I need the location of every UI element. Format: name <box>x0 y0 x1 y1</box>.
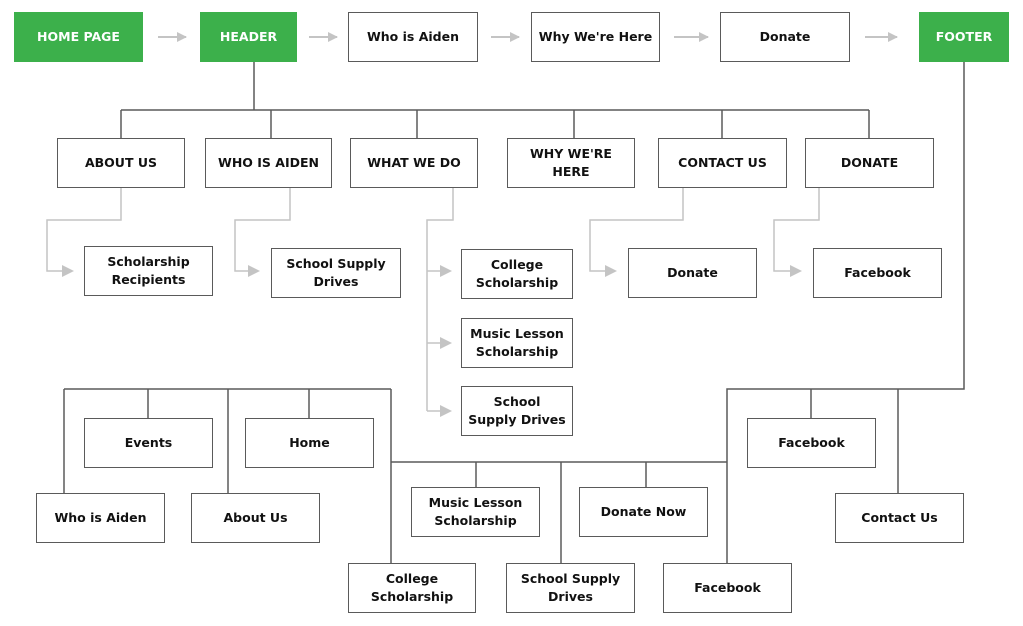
scholarship-recipients-node: Scholarship Recipients <box>84 246 213 296</box>
school-supply-section-node: School Supply Drives <box>506 563 635 613</box>
donate-nav-node: DONATE <box>805 138 934 188</box>
why-were-here-node: Why We're Here <box>531 12 660 62</box>
what-we-do-nav-node: WHAT WE DO <box>350 138 478 188</box>
why-were-here-nav-node: WHY WE'RE HERE <box>507 138 635 188</box>
music-lesson-section-node: Music Lesson Scholarship <box>411 487 540 537</box>
facebook-footer-node: Facebook <box>747 418 876 468</box>
donate-node: Donate <box>720 12 850 62</box>
who-is-aiden-nav-node: WHO IS AIDEN <box>205 138 332 188</box>
home-node: Home <box>245 418 374 468</box>
school-supply-drives-node: School Supply Drives <box>271 248 401 298</box>
music-lesson-scholarship-node: Music Lesson Scholarship <box>461 318 573 368</box>
footer-node: FOOTER <box>919 12 1009 62</box>
facebook-sub-node: Facebook <box>813 248 942 298</box>
contact-us-footer-node: Contact Us <box>835 493 964 543</box>
donate-now-node: Donate Now <box>579 487 708 537</box>
who-is-aiden-node: Who is Aiden <box>348 12 478 62</box>
college-scholarship-node: College Scholarship <box>461 249 573 299</box>
who-is-aiden-section-node: Who is Aiden <box>36 493 165 543</box>
header-node: HEADER <box>200 12 297 62</box>
facebook-section-node: Facebook <box>663 563 792 613</box>
about-us-section-node: About Us <box>191 493 320 543</box>
about-us-nav-node: ABOUT US <box>57 138 185 188</box>
events-node: Events <box>84 418 213 468</box>
contact-us-nav-node: CONTACT US <box>658 138 787 188</box>
donate-sub-node: Donate <box>628 248 757 298</box>
school-supply-drives-2-node: School Supply Drives <box>461 386 573 436</box>
college-scholarship-section-node: College Scholarship <box>348 563 476 613</box>
home-page-node: HOME PAGE <box>14 12 143 62</box>
